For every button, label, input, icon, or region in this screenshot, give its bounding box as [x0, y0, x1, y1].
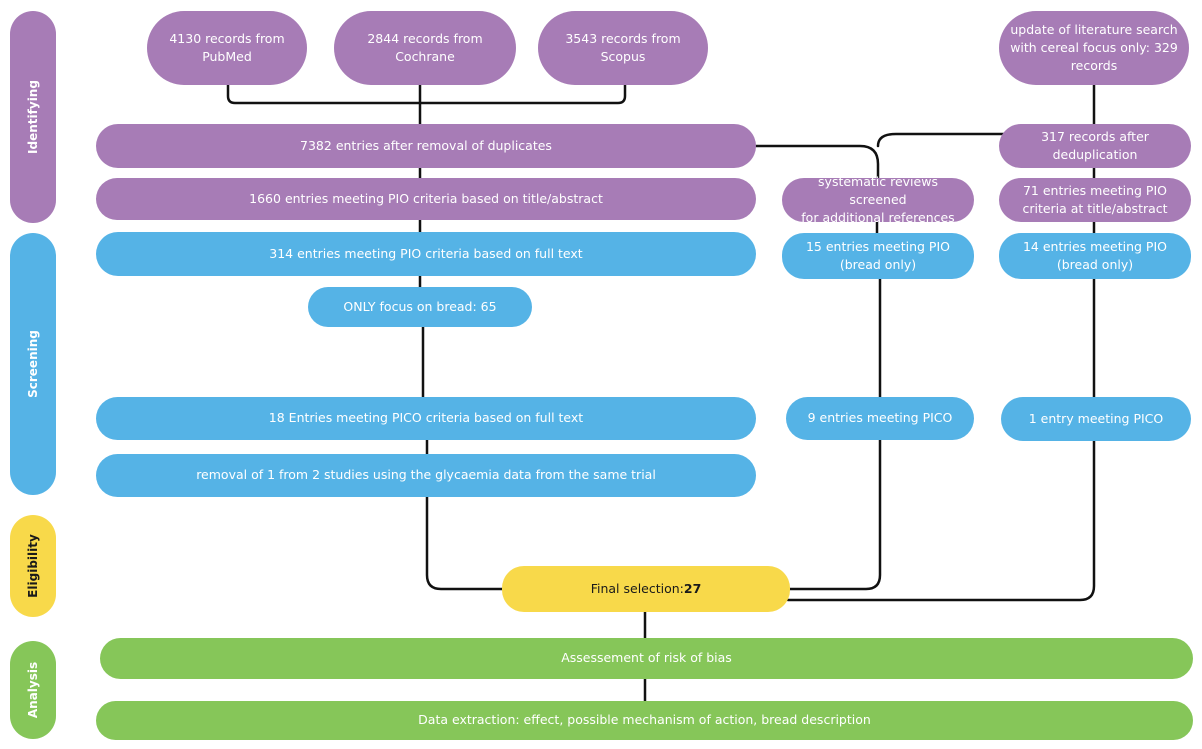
data-extraction-box: Data extraction: effect, possible mechan… [96, 701, 1193, 740]
stage-screening: Screening [10, 233, 56, 495]
reviews-pico-box: 9 entries meeting PICO [786, 397, 974, 440]
reviews-pio-box: 15 entries meeting PIO (bread only) [782, 233, 974, 279]
source-update-search-box: update of literature search with cereal … [999, 11, 1189, 85]
stage-analysis-label: Analysis [26, 661, 41, 719]
source-scopus-box: 3543 records from Scopus [538, 11, 708, 85]
stage-identifying-label: Identifying [26, 80, 40, 154]
reviews-flow-connector [754, 132, 1006, 591]
reviews-screened-box: systematic reviews screened for addition… [782, 174, 974, 225]
stage-eligibility-label: Eligibility [26, 534, 40, 598]
bread-focus-box: ONLY focus on bread: 65 [308, 287, 532, 327]
stage-identifying: Identifying [10, 11, 56, 223]
update-dedup-box: 317 records after deduplication [999, 124, 1191, 168]
final-selection-box: Final selection: 27 [502, 566, 790, 612]
stage-analysis: Analysis [10, 641, 56, 739]
update-pio-title-box: 71 entries meeting PIO criteria at title… [999, 178, 1191, 222]
pio-full-text-box: 314 entries meeting PIO criteria based o… [96, 232, 756, 276]
dedup-box: 7382 entries after removal of duplicates [96, 124, 756, 168]
sources-merge-connector [226, 82, 627, 105]
pio-title-abstract-box: 1660 entries meeting PIO criteria based … [96, 178, 756, 220]
update-pico-box: 1 entry meeting PICO [1001, 397, 1191, 441]
stage-screening-label: Screening [26, 330, 40, 398]
update-pio-box: 14 entries meeting PIO (bread only) [999, 233, 1191, 279]
duplicate-trial-removal-box: removal of 1 from 2 studies using the gl… [96, 454, 756, 497]
pico-full-text-box: 18 Entries meeting PICO criteria based o… [96, 397, 756, 440]
update-flow-connector [786, 82, 1096, 602]
source-pubmed-box: 4130 records from PubMed [147, 11, 307, 85]
stage-eligibility: Eligibility [10, 515, 56, 617]
final-selection-label: Final selection: [590, 580, 684, 596]
source-cochrane-box: 2844 records from Cochrane [334, 11, 516, 85]
final-selection-count: 27 [683, 580, 702, 596]
risk-of-bias-box: Assessement of risk of bias [100, 638, 1193, 679]
